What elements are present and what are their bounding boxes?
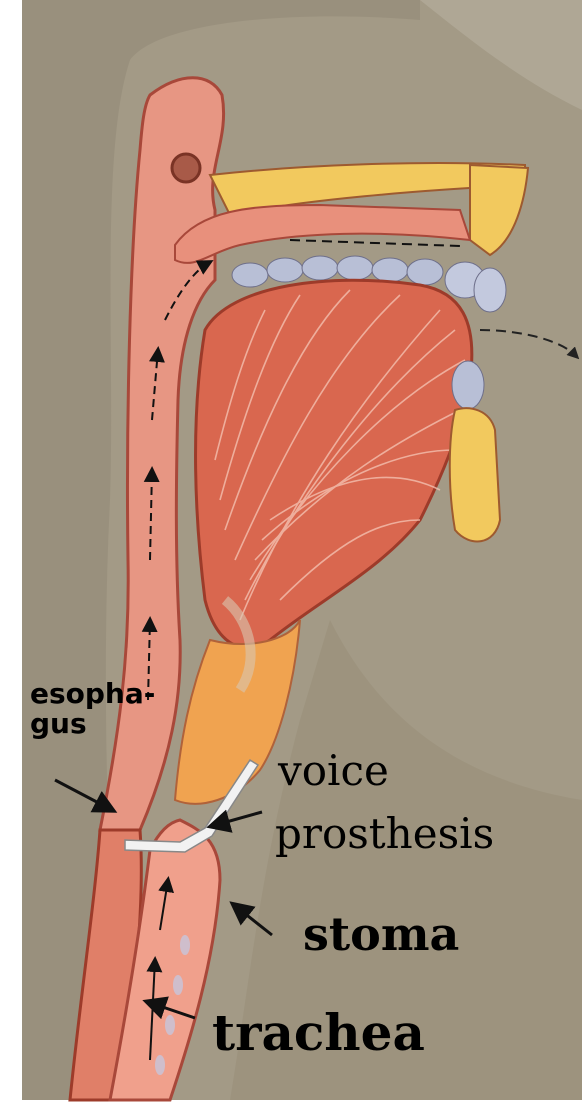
voice-label-line2: prosthesis <box>275 809 494 858</box>
adenoid-opening <box>172 154 200 182</box>
stoma-label: stoma <box>303 907 459 961</box>
trachea-label: trachea <box>212 1003 425 1062</box>
esophagus-label-line2: gus <box>30 707 87 740</box>
esophagus-label-line1: esopha- <box>30 677 155 710</box>
lower-incisor <box>452 361 484 409</box>
voice-label-line1: voice <box>277 746 389 795</box>
mandible-bone <box>450 408 500 541</box>
